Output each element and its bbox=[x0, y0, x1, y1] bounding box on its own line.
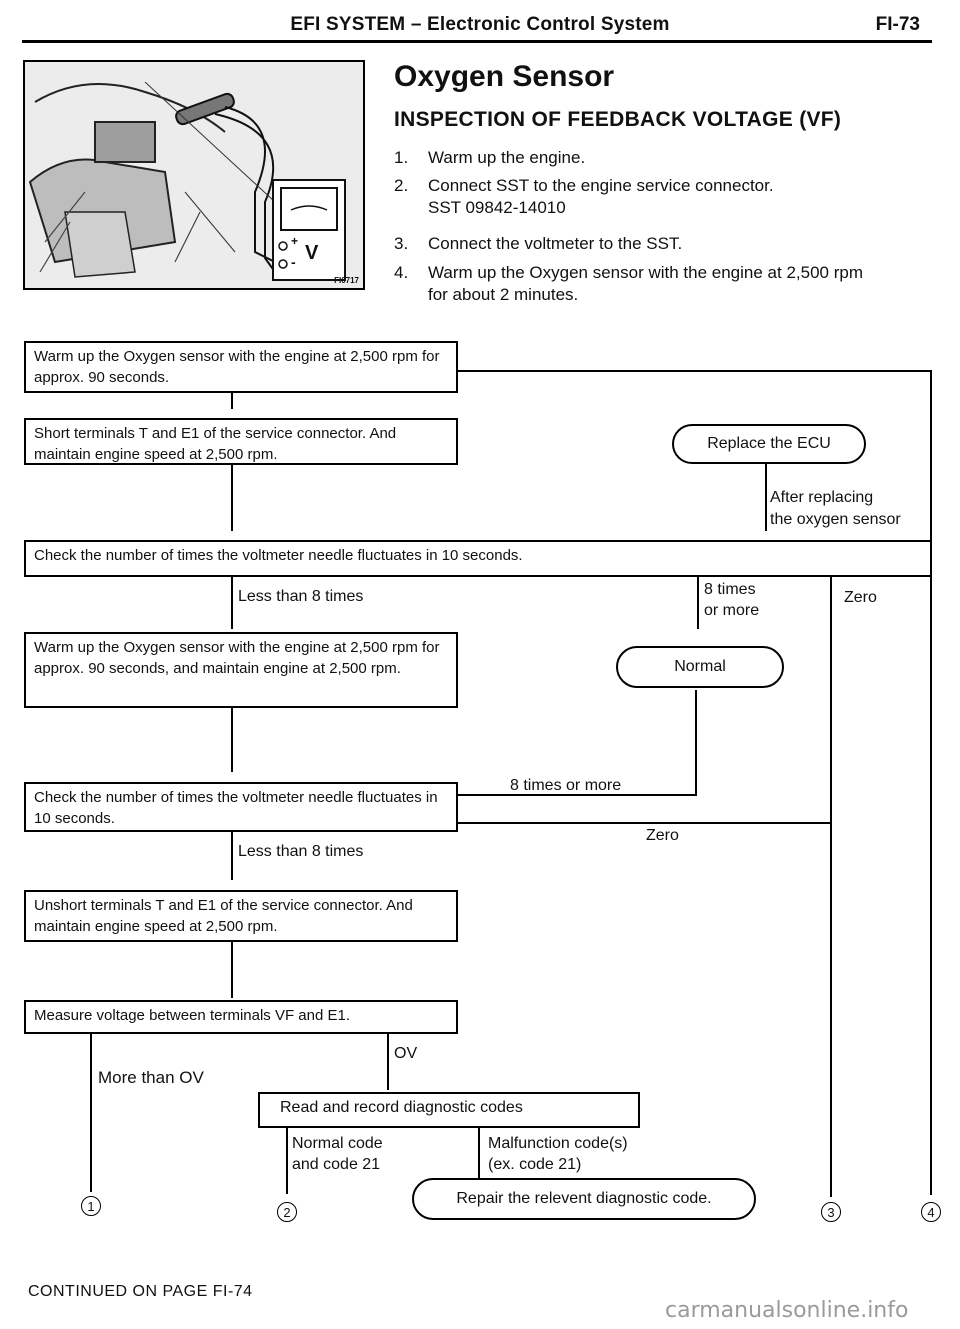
flow-box-short-terminals: Short terminals T and E1 of the service … bbox=[24, 418, 458, 465]
step-3: 3.Connect the voltmeter to the SST. bbox=[394, 234, 683, 253]
engine-figure: + - V FI0717 bbox=[23, 60, 365, 290]
label-8-times-or-more: 8 times or more bbox=[510, 777, 622, 794]
flow-box-check-needle-1: Check the number of times the voltmeter … bbox=[24, 540, 932, 577]
end-marker-2: 2 bbox=[277, 1202, 297, 1222]
flow-box-warmup-maintain: Warm up the Oxygen sensor with the engin… bbox=[24, 632, 458, 708]
label-zero-2: Zero bbox=[646, 827, 679, 844]
watermark: carmanualsonline.info bbox=[665, 1298, 909, 1323]
label-more-than-0v: More than OV bbox=[98, 1068, 204, 1087]
label-less-than-8-1: Less than 8 times bbox=[238, 588, 364, 605]
oval-repair-code: Repair the relevent diagnostic code. bbox=[412, 1178, 756, 1220]
section-title: Oxygen Sensor bbox=[394, 60, 615, 93]
step-2: 2.Connect SST to the engine service conn… bbox=[394, 176, 774, 217]
continued-footer: CONTINUED ON PAGE FI-74 bbox=[28, 1283, 253, 1300]
flow-box-unshort-terminals: Unshort terminals T and E1 of the servic… bbox=[24, 890, 458, 942]
end-marker-3: 3 bbox=[821, 1202, 841, 1222]
header-rule bbox=[22, 40, 932, 43]
oval-normal: Normal bbox=[616, 646, 784, 688]
step-4: 4.Warm up the Oxygen sensor with the eng… bbox=[394, 263, 863, 304]
step-1: 1.Warm up the engine. bbox=[394, 148, 586, 167]
section-subtitle: INSPECTION OF FEEDBACK VOLTAGE (VF) bbox=[394, 108, 842, 131]
flow-box-read-codes: Read and record diagnostic codes bbox=[258, 1092, 640, 1128]
flow-box-measure-voltage: Measure voltage between terminals VF and… bbox=[24, 1000, 458, 1034]
flow-box-warmup: Warm up the Oxygen sensor with the engin… bbox=[24, 341, 458, 393]
engine-illustration bbox=[25, 62, 363, 288]
label-normal-code: Normal code bbox=[292, 1135, 383, 1152]
label-oxygen-sensor: the oxygen sensor bbox=[770, 511, 901, 528]
label-ex-code: (ex. code 21) bbox=[488, 1156, 582, 1173]
label-8-times: 8 times bbox=[704, 581, 756, 598]
label-after-replacing: After replacing bbox=[770, 489, 874, 506]
label-malfunction-codes: Malfunction code(s) bbox=[488, 1135, 628, 1152]
label-0v: OV bbox=[394, 1045, 418, 1062]
meter-plus: + bbox=[291, 234, 299, 248]
meter-minus: - bbox=[291, 254, 296, 270]
flow-box-check-needle-2: Check the number of times the voltmeter … bbox=[24, 782, 458, 832]
oval-replace-ecu: Replace the ECU bbox=[672, 424, 866, 464]
label-less-than-8-2: Less than 8 times bbox=[238, 843, 364, 860]
label-zero-1: Zero bbox=[844, 589, 877, 606]
end-marker-4: 4 bbox=[921, 1202, 941, 1222]
page-number: FI-73 bbox=[875, 14, 920, 35]
meter-label: V bbox=[305, 242, 319, 264]
label-or-more: or more bbox=[704, 602, 760, 619]
end-marker-1: 1 bbox=[81, 1196, 101, 1216]
page-header-title: EFI SYSTEM – Electronic Control System bbox=[290, 14, 670, 35]
figure-code: FI0717 bbox=[334, 276, 359, 285]
label-and-code-21: and code 21 bbox=[292, 1156, 381, 1173]
